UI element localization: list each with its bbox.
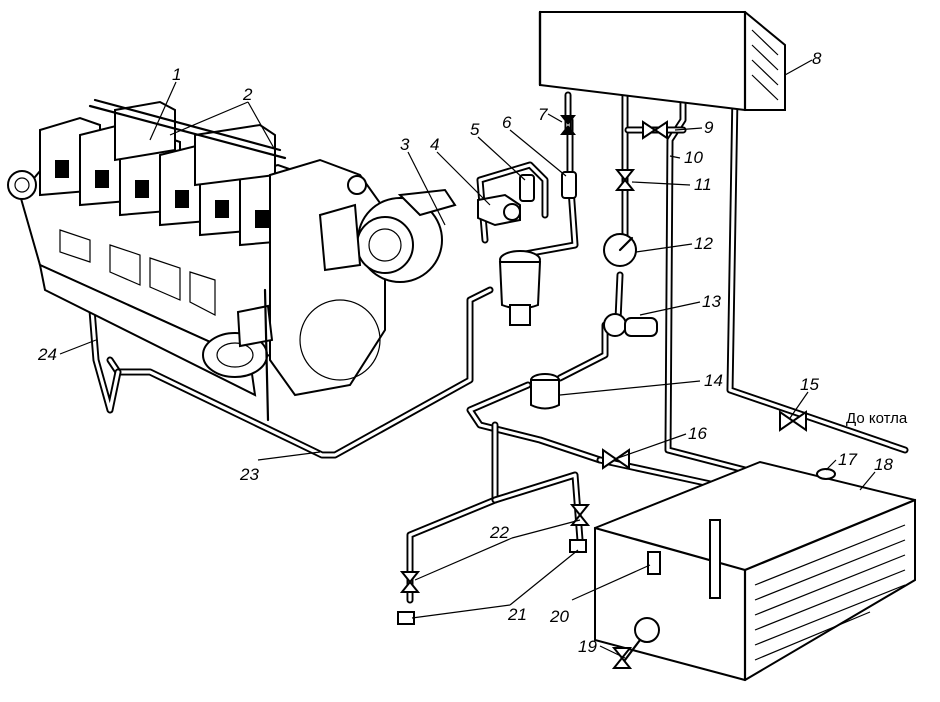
callout-4: 4 xyxy=(430,135,439,154)
callout-8: 8 xyxy=(812,49,822,68)
callout-22: 22 xyxy=(489,523,509,542)
callout-15: 15 xyxy=(800,375,819,394)
valve-19 xyxy=(611,647,633,669)
callout-20: 20 xyxy=(549,607,569,626)
callout-23: 23 xyxy=(239,465,259,484)
callout-21: 21 xyxy=(507,605,527,624)
pressure-gauge xyxy=(603,233,637,267)
callout-10: 10 xyxy=(684,148,703,167)
callout-16: 16 xyxy=(688,424,707,443)
callout-3: 3 xyxy=(400,135,410,154)
valve-15 xyxy=(779,410,807,432)
turbocharger xyxy=(318,188,457,283)
valve-9 xyxy=(642,120,668,140)
callout-24: 24 xyxy=(37,345,57,364)
callout-12: 12 xyxy=(694,234,713,253)
sensor-6 xyxy=(561,171,577,199)
strainer xyxy=(530,373,560,410)
transfer-pump xyxy=(477,193,521,227)
callout-11: 11 xyxy=(694,175,712,194)
callout-7: 7 xyxy=(538,105,548,124)
callout-14: 14 xyxy=(704,371,723,390)
storage-tank xyxy=(593,460,917,682)
callout-6: 6 xyxy=(502,113,512,132)
valve-22-left xyxy=(399,571,421,593)
service-tank xyxy=(538,10,786,112)
hand-pump xyxy=(603,313,658,337)
callout-1: 1 xyxy=(172,65,181,84)
fuel-filter xyxy=(498,250,542,326)
valves xyxy=(399,115,807,669)
callout-13: 13 xyxy=(702,292,721,311)
callout-5: 5 xyxy=(470,120,480,139)
callout-17: 17 xyxy=(838,450,857,469)
valve-16 xyxy=(602,448,630,470)
sample-cock-left xyxy=(397,611,415,625)
valve-7 xyxy=(560,115,576,135)
sensor-5 xyxy=(519,174,535,202)
callout-labels: 1 2 3 4 5 6 7 8 9 10 11 12 13 14 15 16 1… xyxy=(37,49,908,656)
diesel-engine xyxy=(7,98,457,422)
valve-11 xyxy=(614,169,636,191)
boiler-label: До котла xyxy=(846,410,908,427)
sample-cock-right xyxy=(569,539,587,553)
valve-22-right xyxy=(569,504,591,526)
leader-lines xyxy=(59,59,876,659)
callout-9: 9 xyxy=(704,118,714,137)
callout-19: 19 xyxy=(578,637,597,656)
callout-18: 18 xyxy=(874,455,893,474)
callout-2: 2 xyxy=(242,85,253,104)
